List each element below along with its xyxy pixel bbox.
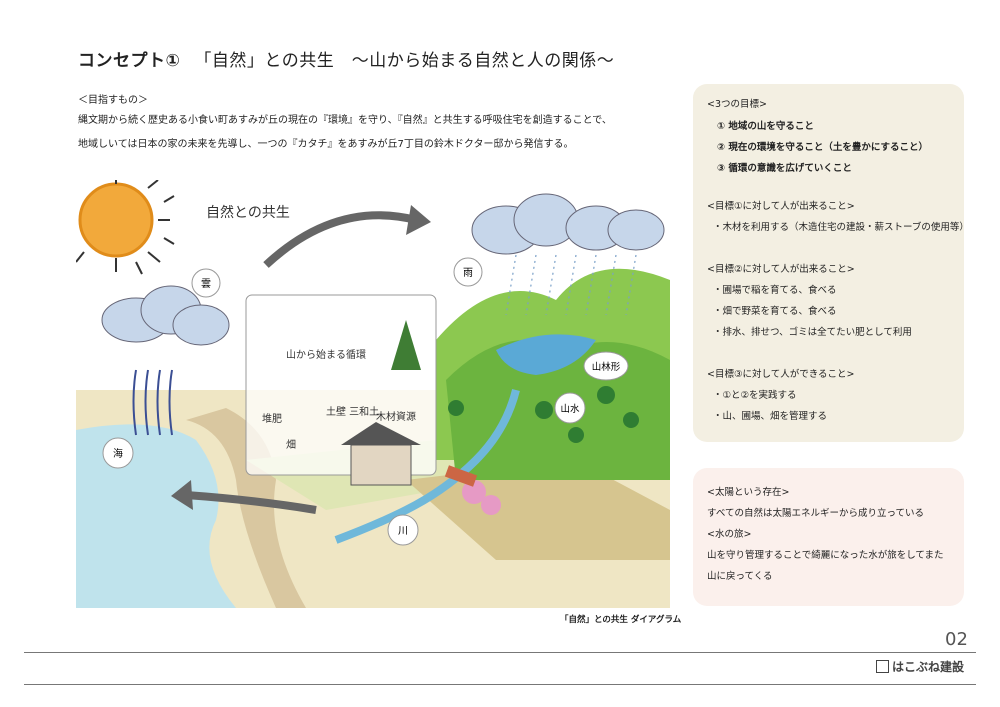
arrow-sun-to-cloud (263, 211, 417, 268)
sun-icon (76, 180, 175, 275)
title-main: コンセプト① (78, 51, 181, 71)
aim-body: 縄文期から続く歴史ある小食い町あすみが丘の現在の『環境』を守り、『自然』と共生す… (78, 109, 638, 157)
evaporation-arrows (132, 369, 173, 436)
title-sub: 「自然」との共生 ～山から始まる自然と人の関係～ (194, 51, 615, 71)
arrow-head (406, 205, 431, 235)
tree (568, 427, 584, 443)
brand: はこぶね建設 (876, 658, 964, 675)
water-text-1: 山を守り管理することで綺麗になった水が旅をしてまた (707, 550, 944, 561)
cycle-title: 山から始まる循環 (286, 348, 366, 361)
label-bubble: 山水 (554, 392, 586, 424)
goals-panel: <3つの目標> ① 地域の山を守ること ② 現在の環境を守ること（土を豊かにする… (693, 84, 969, 442)
lake (496, 334, 596, 375)
river (334, 389, 520, 544)
bridge (444, 465, 478, 487)
page-title: コンセプト① 「自然」との共生 ～山から始まる自然と人の関係～ (78, 46, 614, 71)
footer-divider (24, 652, 976, 653)
brand-logo-icon (876, 660, 889, 673)
goals-heading: <3つの目標> (707, 99, 767, 110)
diagram-title: 自然との共生 (206, 204, 290, 221)
water-text-2: 山に戻ってくる (707, 571, 773, 582)
label-bubble: 川 (387, 514, 419, 546)
sun-text: すべての自然は太陽エネルギーから成り立っている (707, 508, 924, 519)
house-wall (350, 444, 412, 486)
label-sea: 海 (113, 447, 123, 460)
label-wood: 木材資源 (376, 410, 416, 423)
label-field: 畑 (286, 438, 296, 451)
goal1-item: ・木材を利用する（木造住宅の建設・薪ストーブの使用等） (713, 222, 969, 233)
rain-lines (505, 254, 637, 316)
sun-water-panel: <太陽という存在> すべての自然は太陽エネルギーから成り立っている <水の旅> … (693, 468, 964, 606)
aim-line-2: 地域しいては日本の家の未来を先導し、一つの『カタチ』をあすみが丘7丁目の鈴木ドク… (78, 139, 574, 150)
goal2-item: ・圃場で稲を育てる、食べる (713, 285, 837, 296)
label-river: 川 (398, 526, 408, 537)
sun-heading: <太陽という存在> (707, 487, 790, 498)
goal-item: ② 現在の環境を守ること（土を豊かにすること） (717, 142, 928, 153)
cloud-icon (101, 285, 230, 346)
label-mountain-forest: 山林形 (592, 361, 621, 373)
label-mountain-water: 山水 (560, 403, 580, 415)
tree (448, 400, 464, 416)
goal2-item: ・畑で野菜を育てる、食べる (713, 306, 837, 317)
label-bubble: 雲 (191, 268, 221, 298)
footer-divider (24, 684, 976, 685)
tree (623, 412, 639, 428)
nature-cycle-diagram: 雲 雨 海 川 山林形 山水 自然との共生 山から始まる循環 堆肥 畑 土壁 三… (76, 180, 670, 608)
water-heading: <水の旅> (707, 529, 752, 540)
shore (186, 408, 306, 608)
goal3-heading: <目標③に対して人ができること> (707, 369, 855, 380)
label-bubble: 山林形 (583, 351, 629, 381)
goal-item: ① 地域の山を守ること (717, 121, 814, 132)
tree (535, 401, 553, 419)
page-number: 02 (945, 629, 968, 650)
label-rain: 雨 (463, 268, 473, 279)
goal2-heading: <目標②に対して人が出来ること> (707, 264, 855, 275)
sea (76, 424, 236, 608)
arrow-head (171, 480, 193, 510)
flower-tree (481, 495, 501, 515)
label-bubble: 雨 (453, 257, 483, 287)
label-soil: 土壁 三和土 (326, 405, 379, 418)
brand-name: はこぶね建設 (892, 660, 965, 674)
cycle-tree (391, 320, 421, 370)
label-bubble: 海 (102, 437, 134, 469)
goal-item: ③ 循環の意識を広げていくこと (717, 163, 852, 174)
label-compost: 堆肥 (262, 413, 282, 425)
house-roof (341, 422, 421, 445)
goal3-item: ・山、圃場、畑を管理する (713, 411, 828, 422)
rain-cloud-icon (471, 193, 665, 255)
tree (597, 386, 615, 404)
flower-tree (462, 480, 486, 504)
aim-line-1: 縄文期から続く歴史ある小食い町あすみが丘の現在の『環境』を守り、『自然』と共生す… (78, 115, 612, 126)
goal3-item: ・①と②を実践する (713, 390, 797, 401)
goal1-heading: <目標①に対して人が出来ること> (707, 201, 855, 212)
aim-heading: ＜目指すもの＞ (78, 95, 148, 106)
label-cloud: 雲 (201, 278, 211, 290)
diagram-caption: 「自然」との共生 ダイアグラム (560, 615, 682, 625)
arrow-to-sea (185, 491, 317, 514)
goal2-item: ・排水、排せつ、ゴミは全てたい肥として利用 (713, 327, 912, 338)
